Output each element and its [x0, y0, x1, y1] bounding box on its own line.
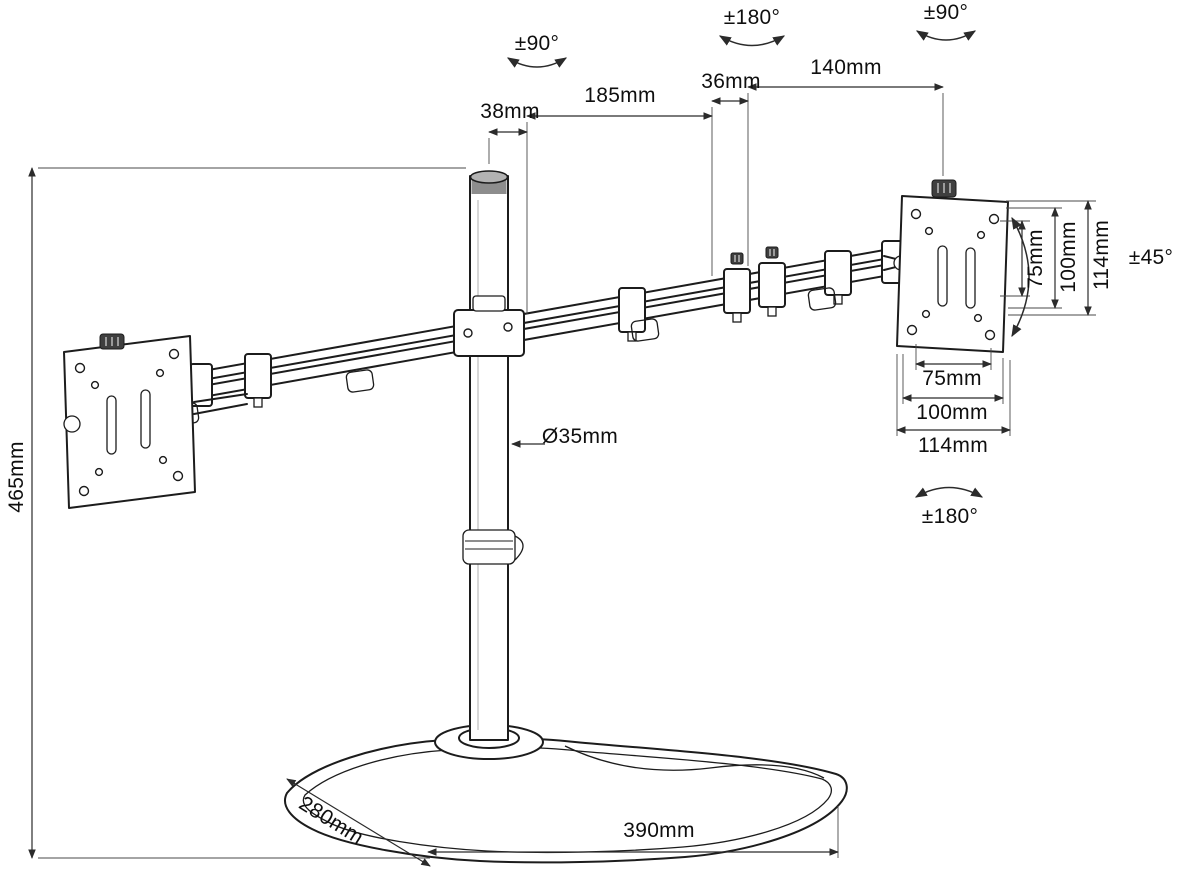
angle-label-pole-swivel: ±90°: [514, 32, 560, 55]
pole-clamp-ring: [462, 529, 516, 565]
angle-label-monitor-rotate: ±90°: [923, 1, 969, 24]
dimension-lines: [28, 83, 1096, 867]
dim-label-base-width: 390mm: [623, 819, 695, 842]
angle-label-arm-swivel: ±180°: [723, 6, 781, 29]
angle-label-tilt: ±45°: [1128, 246, 1174, 269]
dim-label-vesa-v-75: 75mm: [1024, 229, 1047, 289]
base: [284, 724, 848, 864]
dim-label-185mm: 185mm: [584, 84, 656, 107]
rotation-arrows: [506, 30, 1030, 498]
joint-knob: [765, 246, 779, 259]
dim-label-38mm: 38mm: [480, 100, 540, 123]
dim-label-vesa-v-100: 100mm: [1057, 221, 1080, 293]
left-vesa-plate: [63, 333, 196, 509]
clamp-lever: [514, 535, 524, 561]
dim-label-36mm: 36mm: [701, 70, 761, 93]
pole: [462, 170, 524, 741]
crossbar: [151, 237, 953, 426]
right-vesa-plate: [893, 179, 1009, 353]
bar-clamps: [189, 240, 907, 408]
dim-label-pole-diameter: Ø35mm: [541, 425, 619, 448]
left-ball-joint: [63, 415, 81, 433]
dim-label-height: 465mm: [5, 441, 28, 513]
dim-label-vesa-h-100: 100mm: [916, 401, 988, 424]
dim-label-140mm: 140mm: [810, 56, 882, 79]
dim-label-vesa-h-75: 75mm: [922, 367, 982, 390]
angle-label-plate-rotate: ±180°: [921, 505, 979, 528]
dim-label-vesa-h-114: 114mm: [918, 434, 988, 457]
joint-knob: [730, 252, 744, 265]
dim-label-vesa-v-114: 114mm: [1090, 220, 1113, 290]
